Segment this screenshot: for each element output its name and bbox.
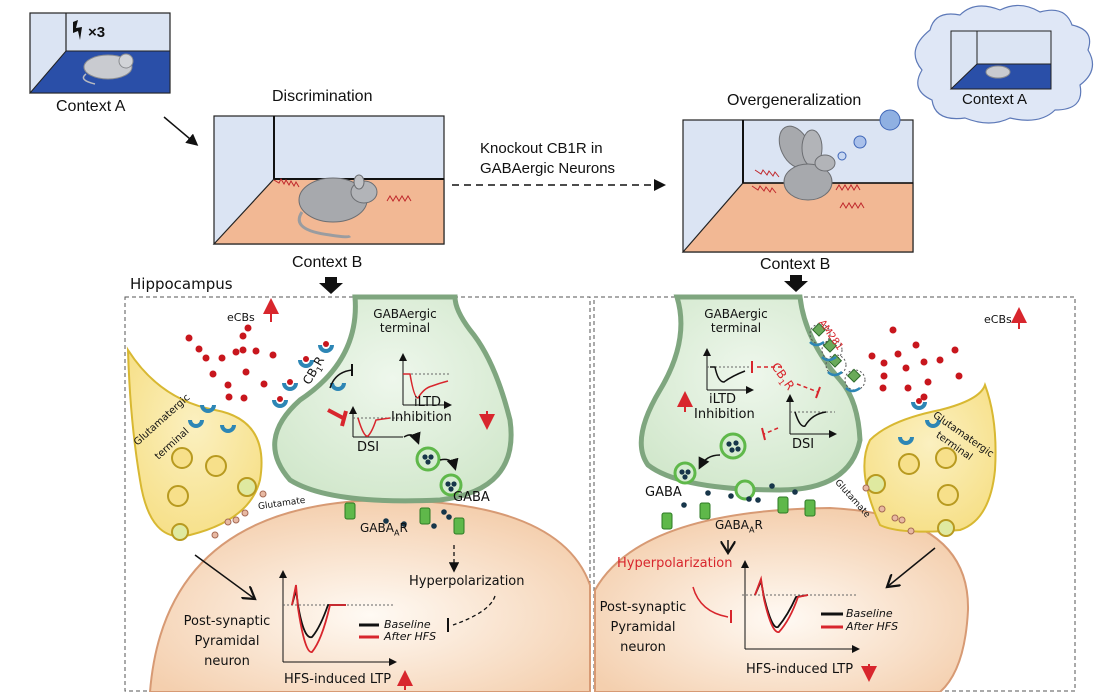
knockout-label-line2: GABAergic Neurons bbox=[480, 160, 616, 177]
ltp-plot-left bbox=[279, 570, 397, 666]
ltp-label-right: HFS-induced LTP bbox=[746, 662, 854, 677]
overgeneralization-title: Overgeneralization bbox=[727, 92, 862, 109]
terminal-label-line2: terminal bbox=[710, 321, 762, 335]
neuron-label-line3: neuron bbox=[620, 640, 666, 655]
glutamatergic-terminal-right bbox=[863, 381, 997, 533]
gaba-label-left: GABA bbox=[453, 490, 490, 505]
ltp-plot-right bbox=[741, 560, 860, 653]
neuron-label-line1: Post-synaptic bbox=[183, 614, 271, 629]
legend-after-hfs-right: After HFS bbox=[846, 620, 899, 633]
thought-bubble-small bbox=[837, 151, 847, 161]
arrow-context-a-to-b bbox=[163, 116, 199, 146]
cb1-receptors-left bbox=[188, 341, 346, 433]
hyperpolarization-label-right: Hyperpolarization bbox=[617, 556, 733, 571]
gabaar-text: GABA bbox=[715, 518, 749, 532]
legend-baseline-right: Baseline bbox=[846, 607, 893, 620]
neuron-label-line1: Post-synaptic bbox=[599, 600, 687, 615]
lightning-shock-icon bbox=[73, 20, 82, 40]
iltd-plot-right bbox=[703, 348, 754, 394]
context-b-label-right: Context B bbox=[760, 256, 831, 273]
gaba-vesicles-left bbox=[383, 446, 463, 529]
gabaa-receptors-left bbox=[344, 502, 465, 535]
dsi-label-left: DSI bbox=[357, 440, 380, 455]
fearful-mouse-icon bbox=[778, 125, 836, 201]
gaba-label-right: GABA bbox=[645, 485, 682, 500]
neuron-label-line2: Pyramidal bbox=[610, 620, 676, 635]
mouse-icon bbox=[82, 53, 134, 85]
context-b-label-left: Context B bbox=[292, 254, 363, 271]
gabaa-receptors-right bbox=[661, 496, 816, 530]
cb1r-to-iltd-inhibit bbox=[329, 369, 353, 389]
cb1-receptors-right bbox=[898, 398, 941, 445]
calm-mouse-icon bbox=[297, 174, 378, 239]
legend-baseline-left: Baseline bbox=[384, 618, 431, 631]
gabaar-subscript: A bbox=[748, 525, 755, 535]
gabaar-tail: R bbox=[399, 521, 408, 535]
thought-bubble-large bbox=[879, 109, 901, 131]
knockout-label-line1: Knockout CB1R in bbox=[480, 140, 603, 157]
gabaergic-label-line1: GABAergic bbox=[373, 307, 437, 321]
discrimination-title: Discrimination bbox=[272, 88, 373, 105]
gabaergic-label-line1: GABAergic bbox=[704, 307, 768, 321]
gabaar-tail: R bbox=[754, 518, 763, 532]
overgeneralization-chamber bbox=[681, 109, 914, 253]
dsi-plot-right bbox=[786, 394, 837, 438]
cb1r-to-dsi-inhibit bbox=[327, 408, 346, 421]
hippocampus-label: Hippocampus bbox=[130, 275, 233, 293]
context-a-label: Context A bbox=[56, 98, 126, 115]
gabaar-subscript: A bbox=[393, 528, 400, 538]
dsi-label-right: DSI bbox=[792, 437, 815, 452]
iltd-label-left: iLTD bbox=[414, 395, 442, 410]
glutamatergic-terminal-left bbox=[126, 346, 263, 538]
hyperpolarization-label-left: Hyperpolarization bbox=[409, 574, 525, 589]
glutamate-vesicles-left bbox=[167, 447, 267, 541]
ecb-molecules-right bbox=[868, 326, 963, 401]
inhibition-label-left: Inhibition bbox=[391, 410, 452, 425]
neuron-label-line3: neuron bbox=[204, 654, 250, 669]
legend-after-hfs-left: After HFS bbox=[384, 630, 437, 643]
context-a-chamber bbox=[28, 12, 171, 94]
shock-count-label: ×3 bbox=[88, 24, 106, 41]
memory-cloud bbox=[914, 4, 1094, 124]
context-b-down-arrow-right bbox=[784, 275, 808, 292]
ecb-molecules-left bbox=[185, 324, 277, 402]
neuron-label-line2: Pyramidal bbox=[194, 634, 260, 649]
discrimination-chamber bbox=[212, 115, 445, 245]
gabaar-label-right: GABAAR bbox=[715, 518, 763, 534]
iltd-label-right: iLTD bbox=[709, 392, 737, 407]
ecbs-label-right: eCBs bbox=[984, 313, 1012, 326]
ltp-label-left: HFS-induced LTP bbox=[284, 672, 392, 687]
glutamate-vesicles-right bbox=[862, 447, 959, 537]
dsi-plot-left bbox=[349, 406, 403, 438]
inhibition-label-right: Inhibition bbox=[694, 407, 755, 422]
thought-bubble-medium bbox=[853, 135, 867, 149]
am281-blocked-receptors bbox=[809, 322, 866, 393]
gabaar-label-left: GABAAR bbox=[360, 521, 408, 537]
memory-cloud-label: Context A bbox=[962, 91, 1028, 108]
iltd-plot-left bbox=[399, 353, 452, 409]
gabaergic-terminal-left bbox=[272, 294, 514, 504]
terminal-label-line2: terminal bbox=[379, 321, 431, 335]
hyperpolarization-inhibit-arc bbox=[692, 586, 729, 618]
gaba-vesicles-right bbox=[673, 432, 798, 508]
gabaar-text: GABA bbox=[360, 521, 394, 535]
context-b-down-arrow-left bbox=[319, 277, 343, 294]
ecbs-label-left: eCBs bbox=[227, 311, 255, 324]
